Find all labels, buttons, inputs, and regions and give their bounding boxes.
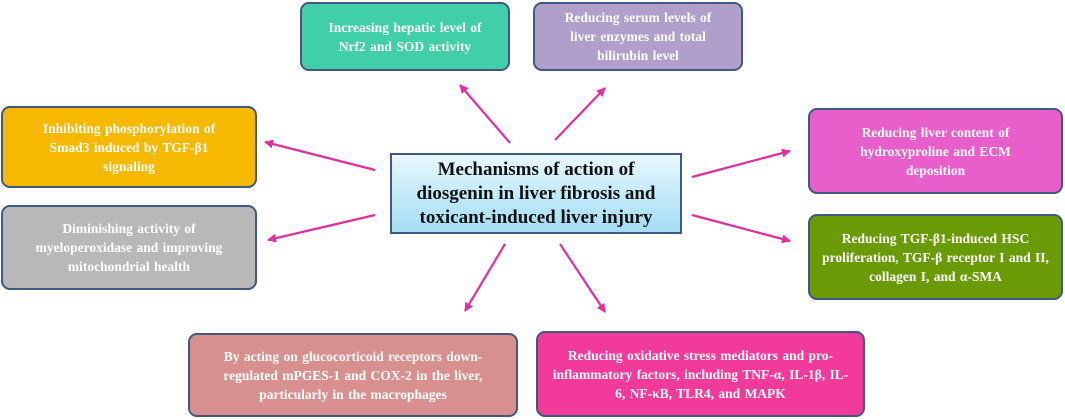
arrow-to-nrf2 [459, 84, 511, 144]
mechanism-box-myeloperoxidase: Diminishing activity of myeloperoxidase … [1, 205, 257, 290]
mechanism-box-smad3: Inhibiting phosphorylation of Smad3 indu… [1, 106, 257, 188]
mechanism-box-oxidative: Reducing oxidative stress mediators and … [536, 331, 865, 417]
mechanism-box-hsc: Reducing TGF-β1-induced HSC proliferatio… [808, 214, 1063, 300]
mechanism-label-myeloperoxidase: Diminishing activity of myeloperoxidase … [35, 221, 223, 274]
mechanism-box-nrf2: Increasing hepatic level of Nrf2 and SOD… [300, 2, 510, 71]
mechanism-label-serum: Reducing serum levels of liver enzymes a… [564, 10, 712, 63]
arrow-to-smad3 [264, 139, 376, 172]
center-concept-label: Mechanisms of action of diosgenin in liv… [416, 158, 656, 228]
mechanism-label-smad3: Inhibiting phosphorylation of Smad3 indu… [42, 120, 216, 174]
mechanism-label-hydroxyproline: Reducing liver content of hydroxyproline… [860, 124, 1011, 178]
arrow-to-hsc [691, 213, 791, 244]
arrow-to-glucocorticoid [464, 243, 506, 312]
mechanism-box-serum: Reducing serum levels of liver enzymes a… [533, 2, 743, 71]
mechanism-label-nrf2: Increasing hepatic level of Nrf2 and SOD… [328, 19, 482, 54]
mechanism-label-hsc: Reducing TGF-β1-induced HSC proliferatio… [822, 230, 1049, 284]
arrow-to-hydroxyproline [691, 148, 791, 179]
mechanism-box-hydroxyproline: Reducing liver content of hydroxyproline… [808, 108, 1063, 194]
mechanism-box-glucocorticoid: By acting on glucocorticoid receptors do… [188, 333, 518, 417]
center-concept-box: Mechanisms of action of diosgenin in liv… [390, 153, 682, 234]
mechanism-label-glucocorticoid: By acting on glucocorticoid receptors do… [223, 348, 483, 402]
arrow-to-serum [554, 87, 606, 141]
mechanism-label-oxidative: Reducing oxidative stress mediators and … [552, 347, 849, 401]
arrow-to-oxidative [559, 243, 606, 313]
arrow-to-myeloperoxidase [267, 213, 376, 243]
